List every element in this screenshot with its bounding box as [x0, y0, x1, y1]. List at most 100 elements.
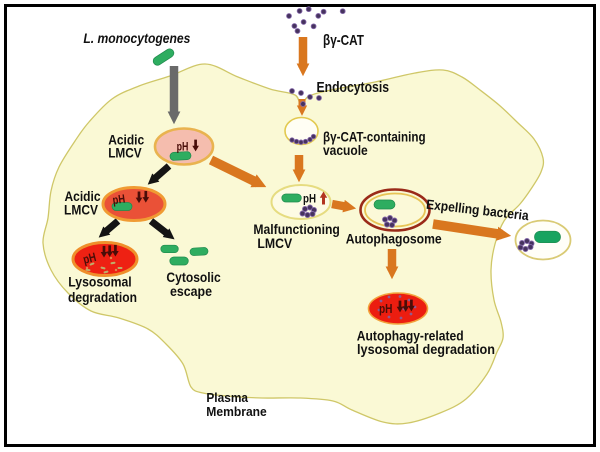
degraded-debris-speck: [85, 266, 89, 270]
ph-label-lysosome: pH: [82, 250, 98, 267]
toxin-dots-dot: [339, 8, 346, 15]
autolysosome-toxin-debris-dot: [398, 295, 402, 298]
malfunctioning-toxin-dots-dot: [299, 210, 306, 217]
degraded-debris-fragment: [110, 261, 116, 265]
arrow-to-cytosolic-escape: [148, 218, 175, 240]
bacterium-rod-cytosol-2: [189, 247, 209, 256]
malfunctioning-toxin-dots-dot: [309, 211, 316, 217]
bacterium-rod-expelled: [534, 230, 561, 244]
label-acidic-lmcv2-line2: LMCV: [64, 202, 99, 218]
autophagosome-toxin-dots-dot: [391, 217, 398, 224]
vacuole-toxin-dots-dot: [289, 137, 295, 143]
expelled-toxin-dots-dot: [522, 246, 529, 252]
label-lysosomal-line2: degradation: [68, 289, 137, 305]
label-plasma-line1: Plasma: [206, 390, 248, 405]
ph-label-acidic1: pH: [177, 140, 189, 154]
label-cytosolic-line1: Cytosolic: [166, 270, 221, 285]
label-lysosomal-line1: Lysosomal: [68, 274, 131, 290]
autolysosome-toxin-debris-dot: [387, 295, 391, 299]
autophagosome-outer-membrane: [359, 188, 431, 232]
vacuole-toxin-dots-dot: [310, 133, 317, 140]
label-cytosolic-line2: escape: [170, 284, 212, 299]
autophagosome-toxin-dots: [382, 215, 398, 228]
label-autophagosome: Autophagosome: [346, 231, 442, 247]
expelled-toxin-dots-dot: [527, 244, 534, 250]
endocytosed-toxin-dots-dot: [307, 94, 313, 100]
label-autophagy-line2: lysosomal degradation: [357, 342, 495, 357]
arrow-expelling: [432, 219, 512, 241]
figure-frame: [4, 4, 596, 447]
vacuole-toxin-dots-dot: [302, 138, 309, 145]
degraded-debris-fragment: [89, 262, 95, 266]
label-vacuole-line1: βγ-CAT-containing: [323, 128, 426, 144]
label-vacuole-line2: vacuole: [323, 142, 368, 158]
label-toxin: βγ-CAT: [323, 32, 364, 49]
toxin-dots-dot: [291, 23, 298, 29]
degraded-debris-speck: [109, 256, 113, 260]
label-acidic-lmcv1-line2: LMCV: [108, 145, 142, 161]
endocytosed-toxin-dots-dot: [316, 95, 322, 101]
endocytosed-toxin-dots-dot: [289, 88, 295, 94]
toxin-dots: [286, 6, 346, 34]
bacterium-rod-autophagosome: [373, 199, 396, 210]
label-plasma-line2: Membrane: [206, 404, 266, 419]
expelled-toxin-dots: [517, 238, 535, 252]
ph-label-autolysosome: pH: [379, 302, 393, 316]
arrow-lmcv-acidify: [147, 163, 172, 185]
label-endocytosis: Endocytosis: [317, 79, 390, 96]
vacuole-toxin-dots: [289, 133, 317, 145]
arrow-to-lysosomal-degradation: [98, 218, 121, 238]
malfunctioning-toxin-dots-dot: [304, 212, 311, 218]
degraded-debris: [85, 256, 123, 274]
autolysosome-toxin-debris-dot: [379, 299, 383, 303]
endocytosed-toxin-dots-dot: [298, 90, 304, 96]
endocytosed-toxin-dots-dot: [300, 101, 306, 107]
endocytosed-toxin-dots: [289, 88, 322, 107]
degraded-debris-fragment: [85, 268, 91, 272]
toxin-dots-dot: [315, 13, 322, 19]
bacterium-rod-free: [152, 48, 175, 66]
toxin-dots-dot: [296, 8, 303, 14]
autophagosome-toxin-dots-dot: [384, 221, 390, 228]
label-bacterium: L. monocytogenes: [83, 30, 190, 46]
toxin-dots-dot: [310, 23, 317, 30]
bacterium-rod-lmcv2: [111, 202, 133, 211]
label-acidic-lmcv2-line1: Acidic: [65, 188, 101, 204]
vacuole-toxin-dots-dot: [293, 138, 300, 145]
label-autophagy-line1: Autophagy-related: [357, 329, 464, 344]
bacterium-rod-malfunctioning: [281, 193, 302, 203]
label-acidic-lmcv1-line1: Acidic: [108, 131, 144, 147]
bacterium-rod-cytosol-1: [160, 244, 179, 254]
degraded-debris-fragment: [100, 266, 106, 270]
autophagosome-toxin-dots-dot: [389, 222, 395, 228]
autolysosome-toxin-debris-dot: [399, 316, 403, 320]
autophagosome-toxin-dots-dot: [382, 216, 388, 223]
arrow-lmcv-to-malfunctioning: [208, 155, 267, 188]
label-malfunctioning-line2: LMCV: [257, 236, 292, 251]
label-malfunctioning-line1: Malfunctioning: [253, 222, 339, 237]
degraded-debris-fragment: [117, 267, 123, 269]
malfunctioning-toxin-dots: [299, 204, 317, 218]
degraded-debris-speck: [114, 268, 118, 272]
toxin-dots-dot: [286, 13, 292, 19]
bacterium-rod-cytosol-3: [169, 256, 189, 266]
acidic-lmcv2-vesicle: [101, 186, 167, 222]
toxin-dots-dot: [294, 28, 301, 34]
ph-label-acidic2: pH: [112, 192, 126, 208]
ph-label-malfunctioning: pH: [303, 192, 316, 206]
toxin-dots-dot: [320, 8, 327, 15]
toxin-dots-dot: [305, 6, 312, 13]
acidic-lmcv1-vesicle: [153, 127, 215, 166]
autolysosome-toxin-debris-dot: [409, 312, 413, 316]
autolysosome-toxin-debris-dot: [377, 308, 381, 312]
toxin-dots-dot: [300, 19, 307, 25]
degraded-debris-fragment: [103, 270, 109, 274]
autolysosome-toxin-debris-dot: [407, 298, 411, 302]
autophagosome-toxin-dots-dot: [387, 215, 393, 221]
arrow-malfunctioning-to-autophagosome: [331, 199, 357, 213]
bacterium-rod-lmcv1: [169, 151, 192, 161]
autolysosome-toxin-debris-dot: [387, 315, 391, 319]
expelled-toxin-dots-dot: [517, 244, 524, 251]
